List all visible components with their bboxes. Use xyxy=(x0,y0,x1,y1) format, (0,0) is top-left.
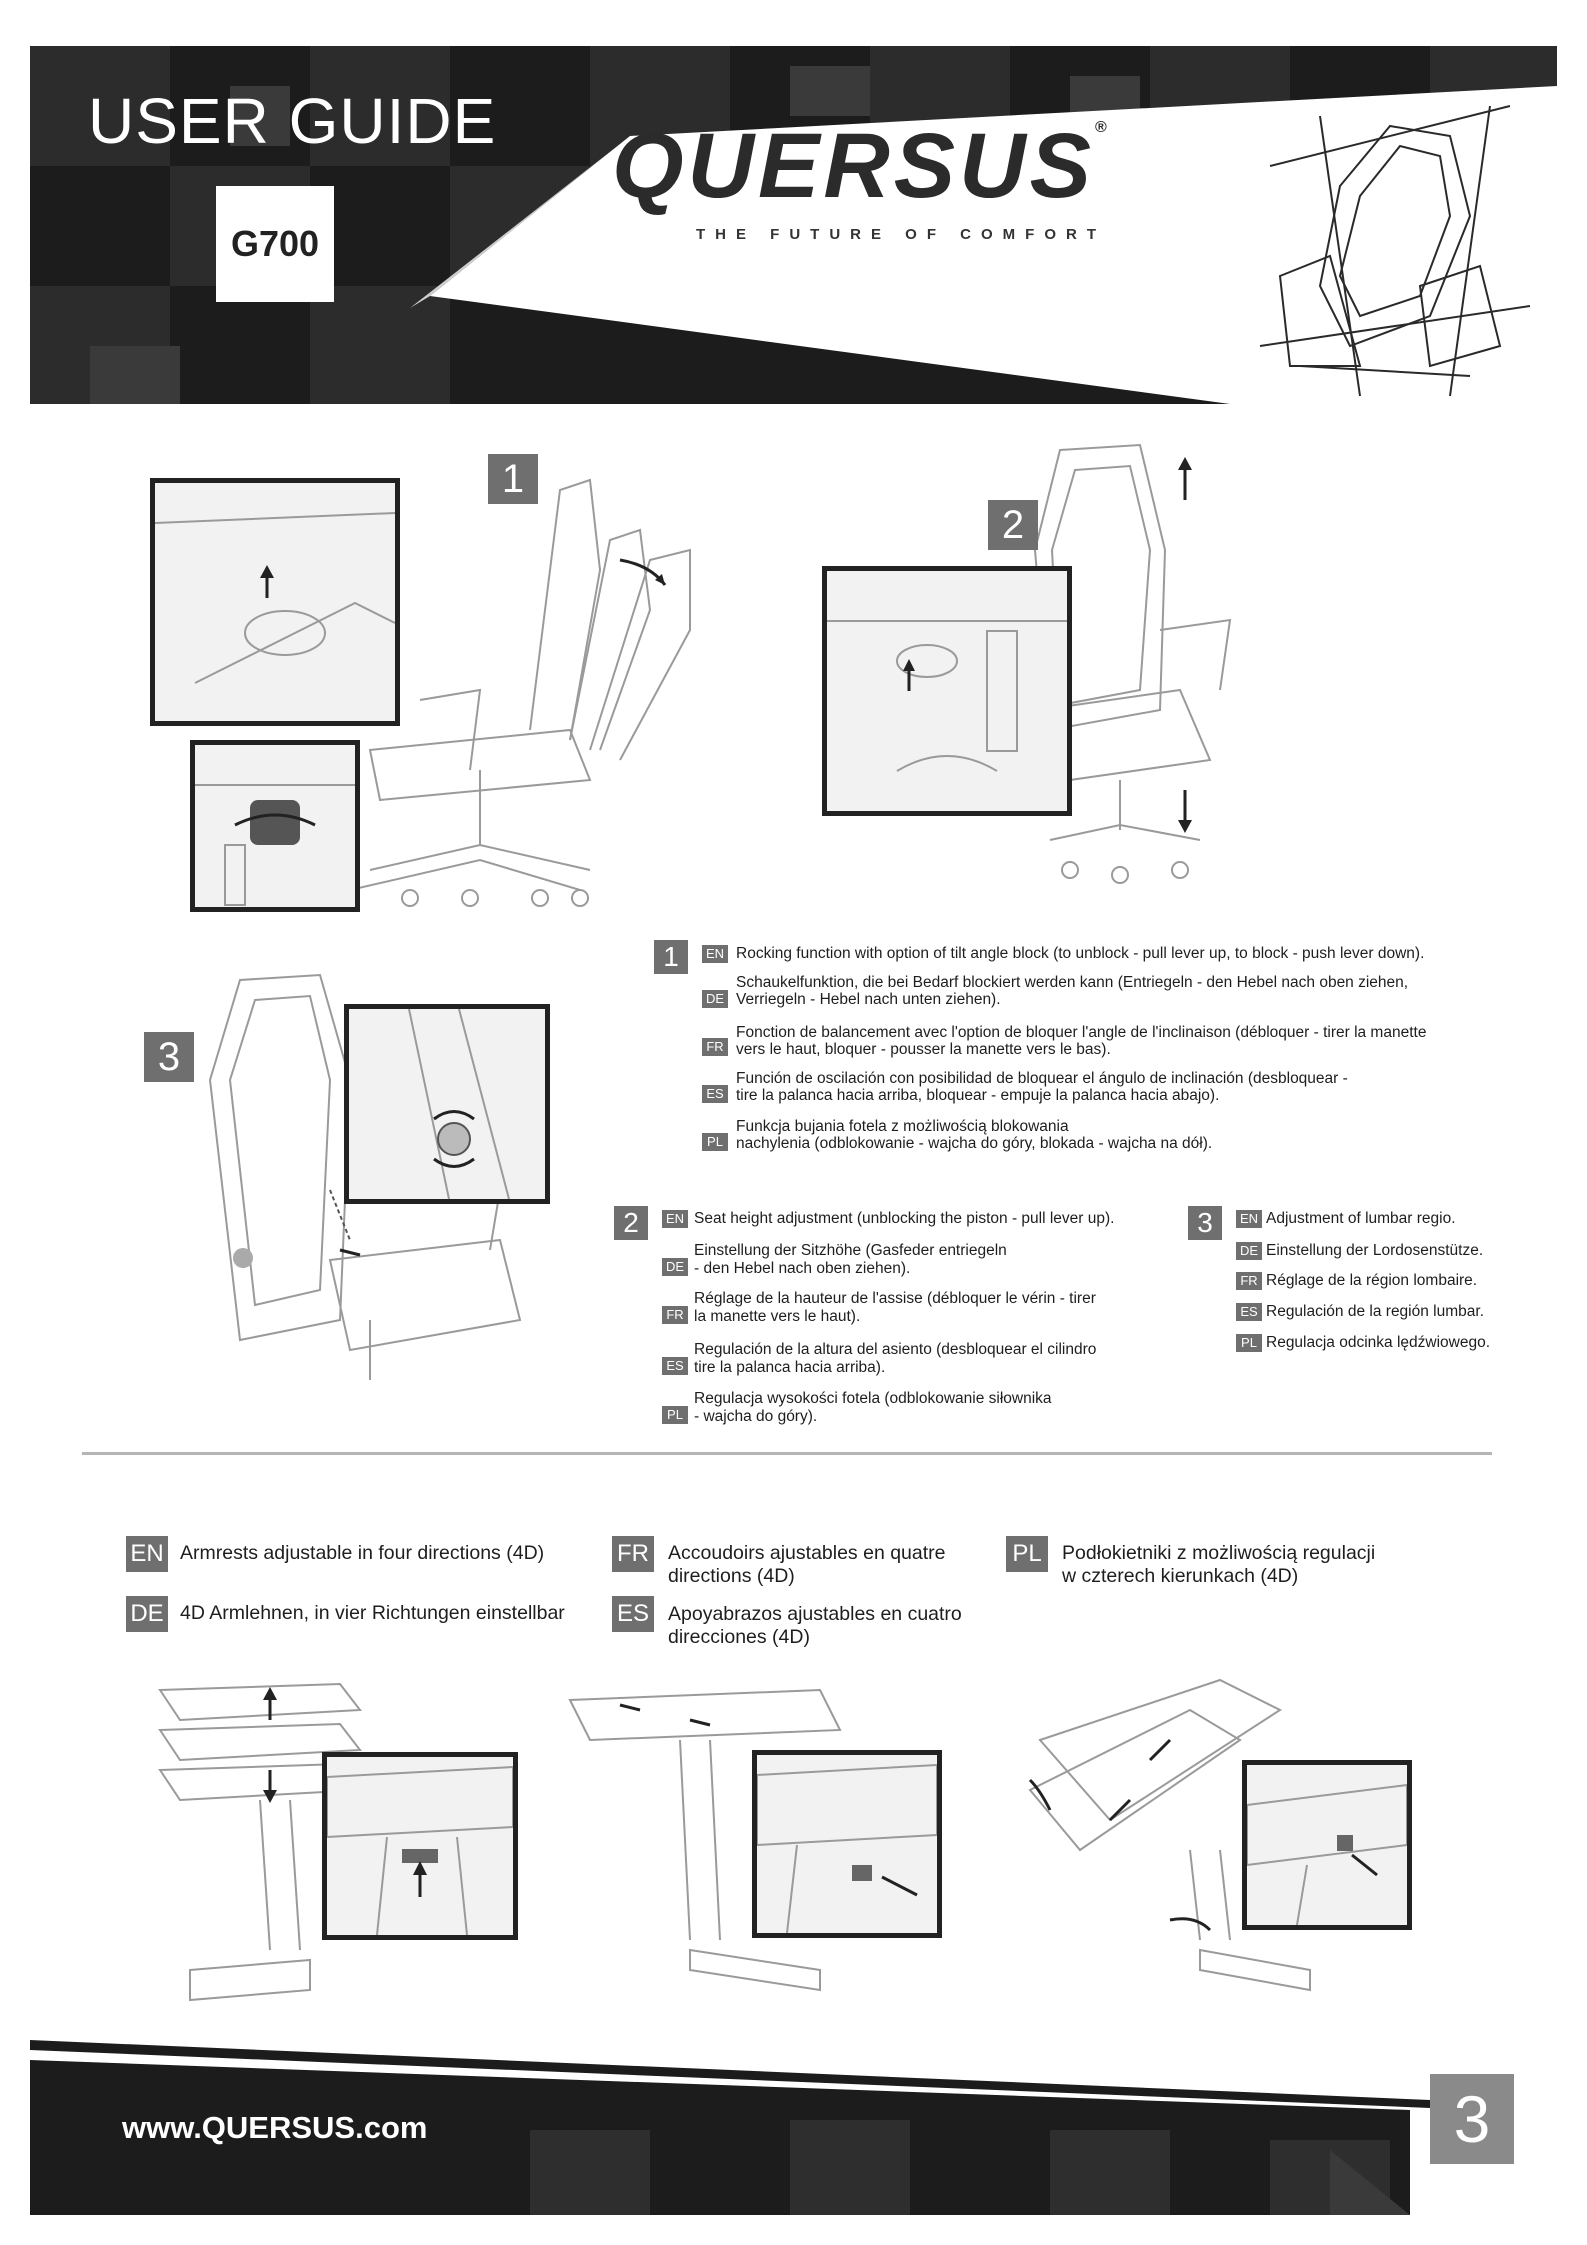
lang-code-en: EN xyxy=(662,1210,688,1228)
header-background xyxy=(30,46,1557,404)
page-title: USER GUIDE xyxy=(88,85,497,157)
armrest-slide-button-zoom xyxy=(752,1750,942,1938)
step-2-es-line2: tire la palanca hacia arriba). xyxy=(694,1359,886,1376)
step-1-es-line1: Función de oscilación con posibilidad de… xyxy=(736,1070,1348,1087)
brand-tagline: THE FUTURE OF COMFORT xyxy=(696,226,1106,243)
step-3-number: 3 xyxy=(144,1032,194,1082)
step-1-number: 1 xyxy=(488,454,538,504)
step-1-fr-line1: Fonction de balancement avec l'option de… xyxy=(736,1024,1427,1041)
step-2-fr-line2: la manette vers le haut). xyxy=(694,1308,861,1325)
armrest-height-button-drawing xyxy=(326,1765,514,1936)
tilt-lever-detail-drawing xyxy=(154,512,396,684)
step-3-de-text: Einstellung der Lordosenstütze. xyxy=(1266,1242,1484,1259)
armrests-de-text: 4D Armlehnen, in vier Richtungen einstel… xyxy=(180,1602,565,1624)
armrests-fr-line2: directions (4D) xyxy=(668,1565,795,1587)
lang-code-fr: FR xyxy=(612,1536,654,1572)
lumbar-illustration xyxy=(208,973,522,1380)
lang-code-es: ES xyxy=(1236,1303,1262,1321)
armrest-slide-illustration xyxy=(568,1688,842,1992)
brand-registered-mark: ® xyxy=(1094,119,1111,136)
height-lever-detail-zoom xyxy=(822,566,1072,816)
armrests-pl-line1: Podłokietniki z możliwością regulacji xyxy=(1062,1542,1376,1564)
lang-code-pl: PL xyxy=(1236,1334,1262,1352)
armrests-es-line1: Apoyabrazos ajustables en cuatro xyxy=(668,1603,962,1625)
lang-code-pl: PL xyxy=(1006,1536,1048,1572)
header-banner xyxy=(30,46,1557,404)
section-divider xyxy=(82,1452,1492,1455)
armrests-en-text: Armrests adjustable in four directions (… xyxy=(180,1542,545,1564)
armrests-pl-line2: w czterech kierunkach (4D) xyxy=(1062,1565,1299,1587)
page-number: 3 xyxy=(1430,2074,1514,2164)
step-2-fr-line1: Réglage de la hauteur de l'assise (déblo… xyxy=(694,1290,1096,1307)
footer-banner xyxy=(30,2040,1557,2215)
step-2-text-number: 2 xyxy=(614,1206,648,1240)
step-1-pl-line1: Funkcja bujania fotela z możliwością blo… xyxy=(736,1118,1069,1135)
lang-code-en: EN xyxy=(1236,1210,1262,1228)
armrests-es-line2: direcciones (4D) xyxy=(668,1626,810,1648)
tilt-lever-detail-zoom xyxy=(150,478,400,726)
brand-logo: QUERSUS® xyxy=(612,119,1111,213)
step-2-de-line1: Einstellung der Sitzhöhe (Gasfeder entri… xyxy=(694,1242,1007,1259)
tilt-knob-detail-drawing xyxy=(195,784,355,906)
lang-code-fr: FR xyxy=(662,1306,688,1324)
step-1-de-line1: Schaukelfunktion, die bei Bedarf blockie… xyxy=(736,974,1409,991)
lang-code-fr: FR xyxy=(702,1038,728,1056)
step-2-pl-line2: - wajcha do góry). xyxy=(694,1408,818,1425)
lumbar-knob-detail-drawing xyxy=(408,1008,510,1200)
lang-code-de: DE xyxy=(662,1258,688,1276)
height-lever-detail-drawing xyxy=(827,620,1067,772)
tilt-illustration xyxy=(341,478,691,907)
lang-code-en: EN xyxy=(702,945,728,963)
lang-code-pl: PL xyxy=(702,1133,728,1151)
lang-code-pl: PL xyxy=(662,1406,688,1424)
armrests-fr-line1: Accoudoirs ajustables en quatre xyxy=(668,1542,946,1564)
lang-code-es: ES xyxy=(612,1596,654,1632)
armrest-rotate-button-drawing xyxy=(1246,1783,1408,1926)
model-badge: G700 xyxy=(216,186,334,302)
step-1-de-line2: Verriegeln - Hebel nach unten ziehen). xyxy=(736,991,1001,1008)
step-1-pl-line2: nachylenia (odblokowanie - wajcha do gór… xyxy=(736,1135,1213,1152)
lang-code-en: EN xyxy=(126,1536,168,1572)
step-2-es-line1: Regulación de la altura del asiento (des… xyxy=(694,1341,1097,1358)
lang-code-es: ES xyxy=(662,1357,688,1375)
step-3-text-number: 3 xyxy=(1188,1206,1222,1240)
lang-code-es: ES xyxy=(702,1085,728,1103)
step-1-es-line2: tire la palanca hacia arriba, bloquear -… xyxy=(736,1087,1220,1104)
brand-name: QUERSUS xyxy=(612,115,1095,217)
step-2-en-text: Seat height adjustment (unblocking the p… xyxy=(694,1210,1115,1227)
step-1-fr-line2: vers le haut, bloquer - pousser la manet… xyxy=(736,1041,1111,1058)
step-3-fr-text: Réglage de la région lombaire. xyxy=(1266,1272,1478,1289)
armrest-rotate-button-zoom xyxy=(1242,1760,1412,1930)
armrest-height-button-zoom xyxy=(322,1752,518,1940)
website-url[interactable]: www.QUERSUS.com xyxy=(122,2110,428,2145)
armrest-slide-button-drawing xyxy=(756,1763,938,1934)
lang-code-de: DE xyxy=(702,990,728,1008)
lang-code-de: DE xyxy=(126,1596,168,1632)
step-2-de-line2: - den Hebel nach oben ziehen). xyxy=(694,1260,911,1277)
lang-code-fr: FR xyxy=(1236,1272,1262,1290)
step-2-number: 2 xyxy=(988,500,1038,550)
step-3-es-text: Regulación de la región lumbar. xyxy=(1266,1303,1484,1320)
lumbar-knob-detail-zoom xyxy=(344,1004,550,1204)
footer-background xyxy=(30,2040,1430,2215)
step-3-en-text: Adjustment of lumbar regio. xyxy=(1266,1210,1456,1227)
tilt-knob-detail-zoom xyxy=(190,740,360,912)
lang-code-de: DE xyxy=(1236,1242,1262,1260)
armrest-rotate-illustration xyxy=(1028,1678,1311,1992)
step-3-pl-text: Regulacja odcinka lędźwiowego. xyxy=(1266,1334,1491,1351)
step-2-pl-line1: Regulacja wysokości fotela (odblokowanie… xyxy=(694,1390,1052,1407)
model-name: G700 xyxy=(230,223,320,264)
step-1-en-text: Rocking function with option of tilt ang… xyxy=(736,945,1425,962)
step-1-text-number: 1 xyxy=(654,940,688,974)
